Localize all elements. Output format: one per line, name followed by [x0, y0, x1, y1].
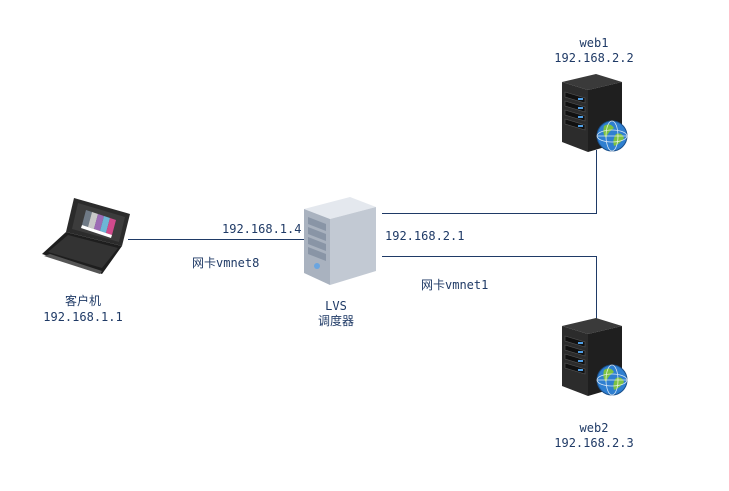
- lvs-name: LVS: [325, 299, 347, 313]
- lvs-ip-left: 192.168.1.4: [222, 222, 302, 236]
- client-name: 客户机: [64, 294, 101, 308]
- laptop-icon: [42, 198, 130, 274]
- rack-server-globe-icon: [562, 74, 628, 152]
- link-lvs-web2: [382, 256, 597, 322]
- server-tower-icon: [304, 197, 376, 285]
- rack-server-globe-icon: [562, 318, 628, 396]
- lvs-ip-right: 192.168.2.1: [385, 229, 465, 243]
- nic-vmnet1-label: 网卡vmnet1: [421, 278, 489, 292]
- web1-ip: 192.168.2.2: [554, 51, 634, 65]
- web1-name: web1: [579, 36, 609, 50]
- link-lvs-web1: [382, 150, 597, 214]
- lvs-role: 调度器: [317, 314, 354, 328]
- nic-vmnet8-label: 网卡vmnet8: [192, 256, 260, 270]
- web2-name: web2: [579, 421, 609, 435]
- web2-ip: 192.168.2.3: [554, 436, 634, 450]
- client-ip: 192.168.1.1: [43, 310, 123, 324]
